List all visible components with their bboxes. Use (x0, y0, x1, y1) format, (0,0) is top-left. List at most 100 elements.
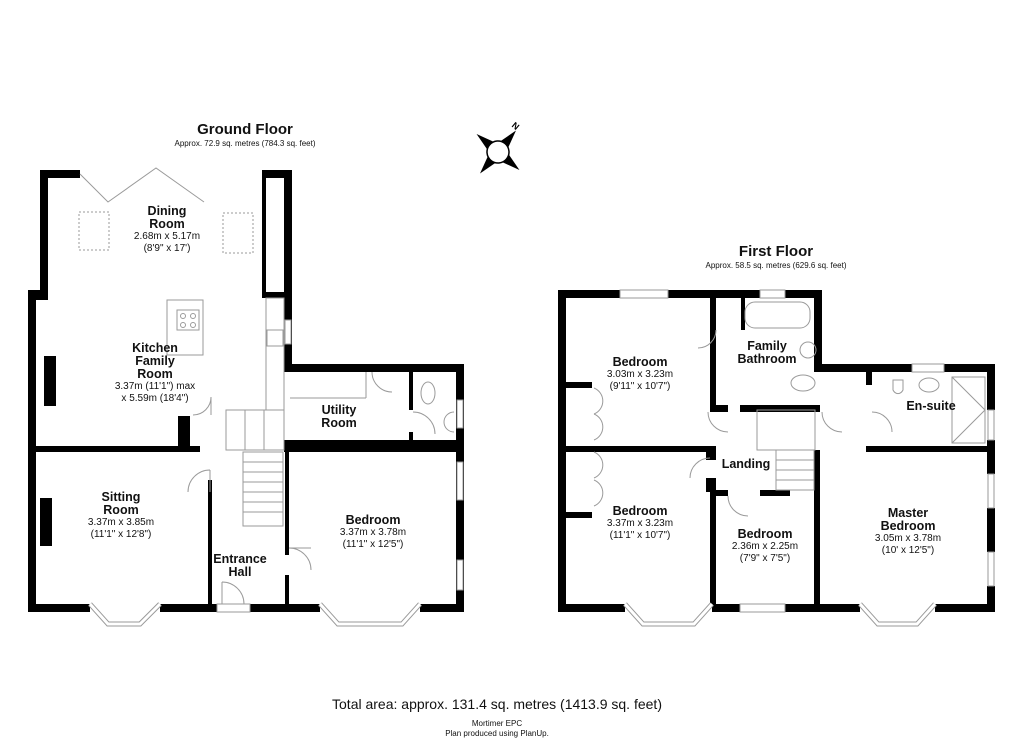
wall (285, 575, 289, 604)
wall (40, 498, 52, 546)
staircase-flight (242, 451, 284, 527)
door (288, 547, 312, 571)
toilet-icon (420, 381, 436, 405)
bay-window (623, 602, 714, 626)
windows (216, 289, 995, 613)
wardrobe-door (593, 451, 604, 507)
fixtures (78, 167, 986, 605)
wall (262, 170, 292, 178)
first-floor-heading: First Floor Approx. 58.5 sq. metres (629… (706, 243, 847, 271)
kitchen-island (166, 299, 204, 356)
room-dimensions: 2.68m x 5.17m(8'9" x 17') (133, 231, 201, 254)
bay-window (858, 602, 937, 627)
room-label: En-suite (906, 399, 955, 413)
door (192, 396, 212, 416)
wall (290, 604, 320, 612)
wall (190, 446, 200, 452)
basin-icon (443, 411, 455, 433)
wall (284, 440, 464, 452)
bay-window (858, 602, 937, 626)
room-dimensions: 3.37m x 3.78m(11'1" x 12'5") (339, 527, 407, 550)
wall (668, 290, 760, 298)
wall (36, 446, 188, 452)
ground-floor-area: Approx. 72.9 sq. metres (784.3 sq. feet) (174, 138, 316, 148)
wall (284, 364, 464, 372)
wall (866, 372, 872, 385)
wall (710, 490, 728, 496)
wall (28, 290, 36, 612)
compass-north-label: N (510, 120, 521, 132)
wall (558, 604, 625, 612)
room-name: Bedroom (737, 527, 793, 541)
door (707, 411, 729, 433)
bay-window (623, 602, 714, 627)
room-name: Bedroom (345, 513, 401, 527)
room-name: Bedroom (612, 355, 668, 369)
toilet-icon (790, 374, 816, 392)
wall (710, 490, 716, 604)
sink-icon (266, 329, 284, 347)
wall (262, 178, 266, 292)
wall (44, 356, 56, 406)
wall (208, 480, 212, 604)
wall (566, 446, 710, 452)
wall (814, 450, 820, 604)
wall (706, 446, 716, 460)
wall (712, 604, 740, 612)
wall (760, 490, 790, 496)
wall (710, 298, 716, 405)
basin-icon (918, 377, 940, 393)
room-dimensions: 3.05m x 3.78m(10' x 12'5") (874, 533, 942, 556)
staircase (225, 409, 285, 451)
door (371, 371, 393, 393)
door (187, 469, 211, 493)
door (727, 495, 749, 517)
staircase (756, 409, 816, 451)
wall (284, 170, 292, 300)
wall (250, 604, 290, 612)
wall (262, 292, 292, 298)
wall (944, 364, 995, 372)
agent-name: Mortimer EPC (471, 719, 523, 728)
wall (706, 478, 716, 492)
door (412, 411, 436, 435)
wall (566, 382, 592, 388)
room-label: Landing (722, 457, 771, 471)
wall (740, 405, 820, 412)
wall (710, 405, 728, 412)
wall (814, 290, 822, 372)
wall (420, 604, 464, 612)
bathtub (744, 301, 811, 329)
wall (285, 452, 289, 555)
wardrobe-door (593, 387, 604, 441)
walls (28, 170, 995, 612)
door (871, 411, 893, 433)
room-dimensions: 3.03m x 3.23m(9'11" x 10'7") (606, 369, 674, 392)
wall (178, 416, 190, 452)
plan-credit: Mortimer EPC Plan produced using PlanUp. (445, 719, 549, 739)
room-dimensions: 2.36m x 2.25m(7'9" x 7'5") (731, 541, 799, 564)
hob-icon (176, 309, 200, 331)
room-name: Bedroom (612, 504, 668, 518)
door (221, 581, 245, 605)
room-dimensions: 3.37m x 3.23m(11'1" x 10'7") (606, 518, 674, 541)
compass-rose-icon (476, 130, 520, 174)
wall (160, 604, 215, 612)
wall (558, 290, 620, 298)
first-floor-title: First Floor (738, 243, 814, 260)
wall (28, 290, 48, 300)
wall (785, 290, 822, 298)
door (697, 329, 717, 349)
shower-tray (951, 376, 986, 444)
